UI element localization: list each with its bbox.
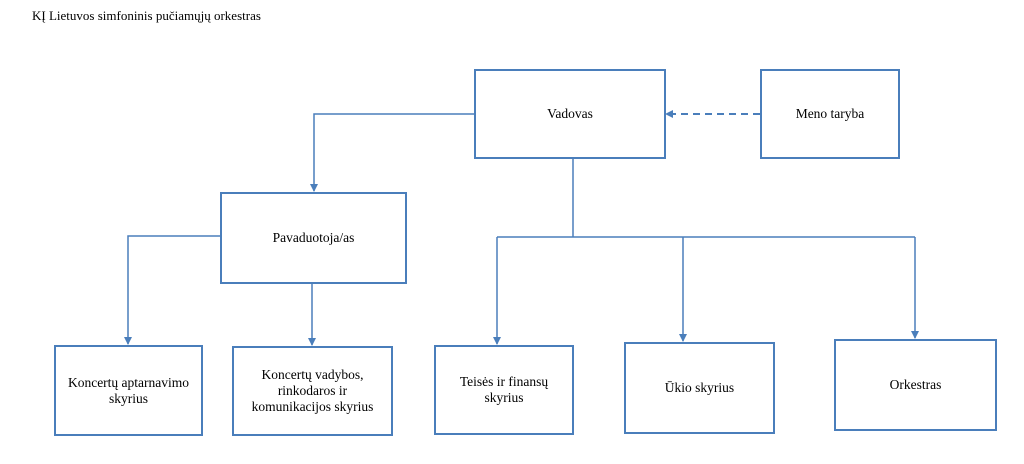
household-box: Ūkio skyrius bbox=[624, 342, 775, 434]
page-title: KĮ Lietuvos simfoninis pučiamųjų orkestr… bbox=[32, 8, 261, 23]
orchestra-box: Orkestras bbox=[834, 339, 997, 431]
deputy-box: Pavaduotoja/as bbox=[220, 192, 407, 284]
art-council-box: Meno taryba bbox=[760, 69, 900, 159]
law-finance-box: Teisės ir finansų skyrius bbox=[434, 345, 574, 435]
director-to-deputy-connector bbox=[310, 113, 474, 192]
director-box: Vadovas bbox=[474, 69, 666, 159]
connector-concert-service bbox=[124, 235, 220, 345]
concert-service-box: Koncertų aptarnavimo skyrius bbox=[54, 345, 203, 436]
concert-management-box: Koncertų vadybos, rinkodaros ir komunika… bbox=[232, 346, 393, 436]
